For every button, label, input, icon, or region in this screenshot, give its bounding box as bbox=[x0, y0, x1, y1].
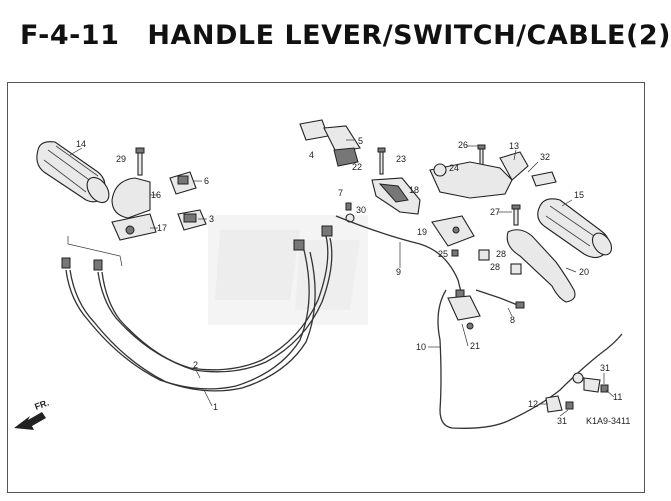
page-title: F-4-11 HANDLE LEVER/SWITCH/CABLE(2) bbox=[20, 20, 671, 51]
callout-label: 31 bbox=[557, 416, 567, 426]
figure-code: K1A9-3411 bbox=[586, 416, 630, 426]
callout-label: 32 bbox=[540, 152, 550, 162]
callout-label: 17 bbox=[157, 223, 167, 233]
front-direction-arrow bbox=[14, 412, 46, 430]
direction-label: FR. bbox=[33, 398, 50, 412]
brake-lever-part bbox=[506, 229, 576, 303]
watermark bbox=[208, 215, 368, 325]
diagram-page: F-4-11 HANDLE LEVER/SWITCH/CABLE(2) bbox=[7, 20, 670, 493]
callout-labels: 1 2 3 4 5 6 7 8 9 10 11 12 13 14 15 16 1… bbox=[76, 136, 622, 426]
callout-label: 18 bbox=[409, 185, 419, 195]
callout-label: 28 bbox=[490, 262, 500, 272]
callout-label: 9 bbox=[396, 267, 401, 277]
callout-label: 6 bbox=[204, 176, 209, 186]
bolt-7-30-part bbox=[345, 202, 355, 223]
brake-switch-part bbox=[545, 372, 609, 413]
callout-label: 15 bbox=[574, 190, 584, 200]
callout-label: 5 bbox=[358, 136, 363, 146]
callout-label: 3 bbox=[209, 214, 214, 224]
callout-label: 21 bbox=[470, 341, 480, 351]
callout-label: 24 bbox=[449, 163, 459, 173]
section-title: HANDLE LEVER/SWITCH/CABLE(2) bbox=[147, 20, 671, 51]
switch-4-5-part bbox=[299, 119, 361, 167]
right-grip-part bbox=[537, 198, 613, 259]
callout-label: 13 bbox=[509, 141, 519, 151]
callout-label: 14 bbox=[76, 139, 86, 149]
section-code: F-4-11 bbox=[20, 20, 120, 51]
callout-label: 8 bbox=[510, 315, 515, 325]
callout-label: 2 bbox=[193, 360, 198, 370]
right-lever-bracket-part bbox=[431, 215, 522, 275]
callout-label: 12 bbox=[528, 399, 538, 409]
switch-6-part bbox=[169, 171, 197, 195]
throttle-cables bbox=[61, 225, 333, 392]
left-switch-housing-part bbox=[111, 177, 157, 241]
switch-wire-10 bbox=[437, 289, 623, 429]
callout-label: 11 bbox=[613, 392, 622, 402]
left-lever-bracket-part bbox=[371, 177, 421, 215]
callout-label: 31 bbox=[600, 363, 610, 373]
callout-label: 7 bbox=[338, 188, 343, 198]
callout-label: 16 bbox=[151, 190, 161, 200]
callout-label: 19 bbox=[417, 227, 427, 237]
parts-diagram: FR. K1A9-3411 1 2 3 4 5 6 7 8 9 10 11 12… bbox=[14, 119, 630, 430]
callout-label: 22 bbox=[352, 162, 362, 172]
diagram-border bbox=[7, 82, 645, 493]
callout-label: 23 bbox=[396, 154, 406, 164]
callout-label: 29 bbox=[116, 154, 126, 164]
leader-lines bbox=[194, 145, 615, 417]
callout-label: 30 bbox=[356, 205, 366, 215]
callout-label: 25 bbox=[438, 249, 448, 259]
left-grip-part bbox=[36, 141, 110, 204]
bolt-29-part bbox=[135, 147, 145, 176]
callout-label: 27 bbox=[490, 207, 500, 217]
switch-3-part bbox=[177, 209, 207, 231]
callout-label: 10 bbox=[416, 342, 426, 352]
callout-label: 20 bbox=[579, 267, 589, 277]
callout-label: 1 bbox=[213, 402, 218, 412]
bolt-23-part bbox=[377, 147, 386, 175]
callout-label: 26 bbox=[458, 140, 468, 150]
master-cylinder-part bbox=[429, 144, 557, 199]
callout-label: 28 bbox=[496, 249, 506, 259]
callout-label: 4 bbox=[309, 150, 314, 160]
bolt-27-part bbox=[511, 204, 521, 226]
